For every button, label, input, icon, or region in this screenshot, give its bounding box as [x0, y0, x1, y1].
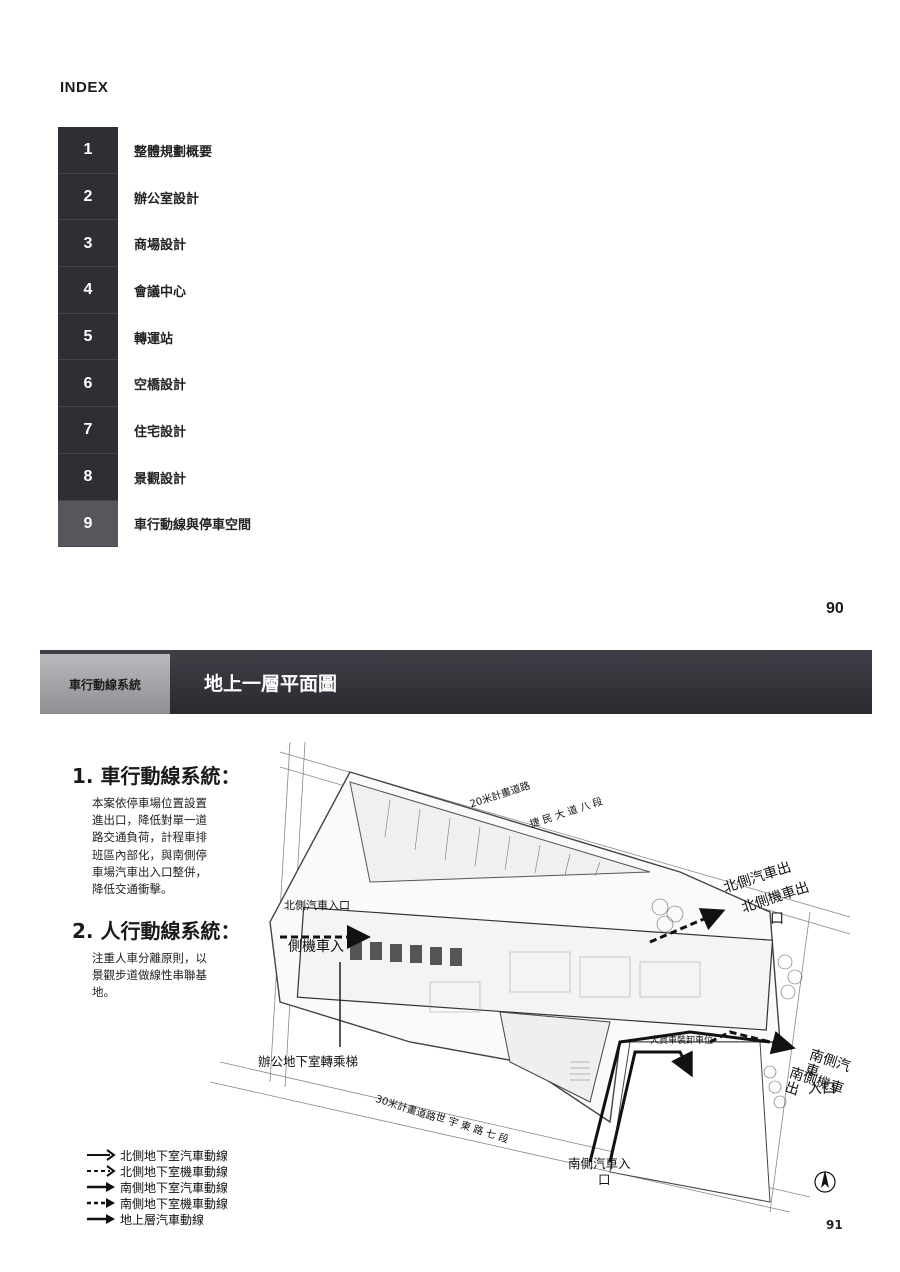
- legend-item: 地上層汽車動線: [86, 1211, 228, 1227]
- index-item-7[interactable]: 7 住宅設計: [58, 407, 478, 454]
- index-item-6[interactable]: 6 空橋設計: [58, 360, 478, 408]
- legend-item: 南側地下室機車動線: [86, 1195, 228, 1211]
- vehicle-circulation-heading: 1. 車行動線系統：: [72, 764, 241, 788]
- office-transfer-label: 辦公地下室轉乘梯: [258, 1054, 359, 1069]
- solid-open-arrow-icon: [87, 1149, 116, 1161]
- index-table: 1 整體規劃概要 2 辦公室設計 3 商場設計 4 會議中心 5 轉運站 6 空…: [58, 127, 478, 548]
- index-item-9[interactable]: 9 車行動線與停車空間: [58, 500, 478, 548]
- index-number: 7: [58, 407, 118, 454]
- index-item-3[interactable]: 3 商場設計: [58, 220, 478, 268]
- index-item-1[interactable]: 1 整體規劃概要: [58, 127, 478, 174]
- south-car-entry-label: 南側汽車入: [568, 1156, 631, 1171]
- legend-item: 南側地下室汽車動線: [86, 1179, 228, 1195]
- index-item-5[interactable]: 5 轉運站: [58, 313, 478, 361]
- site-plan-drawing: [209, 741, 851, 1213]
- sheet-title: 地上一層平面圖: [204, 672, 338, 695]
- north-car-entry-label: 北側汽車入口: [284, 899, 350, 912]
- vehicle-circulation-text: 本案依停車場位置設置 進出口，降低對單一道 路交通負荷，計程車排 班區內部化，與…: [92, 796, 207, 897]
- site-plan: 20米計畫道路 捷 民 大 道 八 段 北側汽車出 北側機車出 口 北側汽車入口…: [209, 741, 860, 1213]
- dashed-open-arrow-icon: [87, 1165, 116, 1177]
- index-label: 空橋設計: [134, 378, 187, 394]
- index-title: INDEX: [60, 79, 109, 96]
- solid-filled-arrow-icon: [87, 1182, 115, 1192]
- index-number: 3: [58, 220, 118, 268]
- pedestrian-circulation-heading: 2. 人行動線系統：: [72, 919, 241, 943]
- index-number: 9: [58, 500, 118, 548]
- index-number: 5: [58, 313, 118, 361]
- route-legend: 北側地下室汽車動線 北側地下室機車動線 南側地下室汽車動線 南側地下室機車動線 …: [86, 1147, 228, 1227]
- index-number: 1: [58, 127, 118, 174]
- index-item-8[interactable]: 8 景觀設計: [58, 453, 478, 501]
- section-tab[interactable]: 車行動線系統: [40, 654, 170, 714]
- page-number: 91: [826, 1218, 843, 1232]
- legend-label: 南側地下室汽車動線: [120, 1180, 229, 1195]
- index-label: 商場設計: [134, 238, 187, 254]
- index-item-4[interactable]: 4 會議中心: [58, 267, 478, 314]
- index-number: 4: [58, 267, 118, 314]
- north-moto-entry-label: 側機車入: [288, 939, 344, 955]
- index-item-2[interactable]: 2 辦公室設計: [58, 173, 478, 221]
- index-label: 車行動線與停車空間: [134, 518, 252, 534]
- south-car-entry-label-2: 口: [598, 1172, 611, 1187]
- legend-label: 北側地下室機車動線: [120, 1164, 229, 1179]
- index-label: 辦公室設計: [134, 191, 200, 207]
- loading-bay-label: 大貨車裝卸車位: [650, 1036, 714, 1046]
- index-label: 轉運站: [134, 331, 174, 347]
- north-moto-exit-label-2: 口: [770, 911, 784, 927]
- dashed-filled-arrow-icon: [87, 1198, 115, 1208]
- legend-label: 南側地下室機車動線: [120, 1196, 229, 1211]
- index-label: 住宅設計: [134, 424, 187, 440]
- solid-filled-arrow-icon: [87, 1214, 115, 1224]
- pedestrian-circulation-text: 注重人車分離原則，以 景觀步道做線性串聯基 地。: [92, 951, 207, 1000]
- legend-item: 北側地下室汽車動線: [86, 1147, 228, 1163]
- index-number: 6: [58, 360, 118, 408]
- legend-label: 北側地下室汽車動線: [120, 1148, 229, 1163]
- section-header-bar: 車行動線系統 地上一層平面圖: [40, 650, 872, 714]
- index-number: 8: [58, 453, 118, 501]
- index-number: 2: [58, 173, 118, 221]
- south-moto-label-2: 入口: [808, 1081, 836, 1097]
- index-label: 會議中心: [134, 284, 187, 300]
- legend-item: 北側地下室機車動線: [86, 1163, 228, 1179]
- index-label: 整體規劃概要: [134, 144, 213, 160]
- page-number: 90: [826, 600, 844, 617]
- index-label: 景觀設計: [134, 471, 187, 487]
- legend-label: 地上層汽車動線: [120, 1212, 205, 1227]
